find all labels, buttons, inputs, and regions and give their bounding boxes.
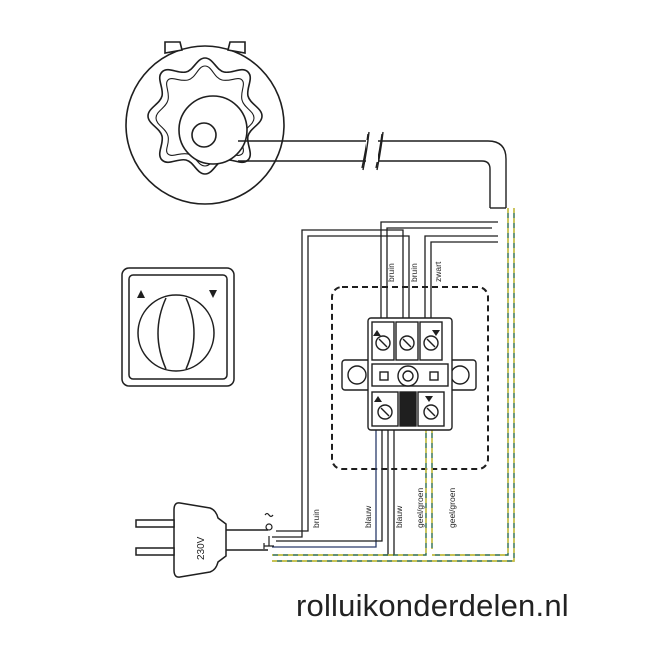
cable-break-mark	[361, 133, 383, 169]
up-triangle-icon	[137, 290, 145, 298]
label-bottom-geelgroen-1: geel/groen	[415, 488, 425, 528]
terminal-bottom-2	[399, 391, 417, 427]
terminal-marks	[373, 330, 440, 402]
tilde-icon	[264, 512, 274, 518]
plug-body	[173, 502, 227, 578]
wire-bruin-middle-outer	[272, 229, 404, 538]
label-bottom-geelgroen-2: geel/groen	[447, 488, 457, 528]
wires	[272, 221, 498, 556]
label-bottom-blauw-2: blauw	[394, 505, 404, 528]
wire-blauw-1	[272, 428, 377, 548]
motor-tab-left	[164, 41, 183, 54]
plug-pin-top	[135, 519, 175, 528]
label-top-bruin-2: bruin	[409, 263, 419, 282]
label-top-zwart: zwart	[433, 261, 443, 282]
plug-voltage-label: 230V	[196, 536, 207, 560]
label-bottom-bruin: bruin	[311, 509, 321, 528]
motor-tab-right	[227, 41, 246, 54]
motor-cable	[238, 131, 507, 209]
switch-box-outline	[331, 286, 489, 470]
terminal-bottom-1	[371, 391, 399, 427]
motor-gear	[147, 57, 263, 175]
wire-zwart-outer	[424, 235, 498, 330]
label-bottom-blauw-1: blauw	[363, 505, 373, 528]
neutral-circle-icon	[265, 523, 273, 531]
wire-zwart-inner	[430, 241, 498, 330]
motor	[125, 41, 285, 205]
motor-shaft	[191, 122, 217, 148]
terminal-block	[341, 317, 477, 431]
wire-labels: bruin bruin zwart bruin blauw blauw geel…	[311, 261, 457, 528]
switch-knob	[137, 294, 215, 372]
plug-terminal-symbols	[263, 512, 274, 549]
watermark-text: rolluikonderdelen.nl	[296, 588, 569, 623]
wire-bruin-left-outer	[380, 221, 498, 330]
down-triangle-icon	[209, 290, 217, 298]
switch-panel	[121, 267, 235, 387]
label-top-bruin-1: bruin	[386, 263, 396, 282]
plug	[135, 502, 268, 578]
wire-bruin-middle-inner	[276, 235, 410, 532]
earth-icon	[263, 536, 274, 549]
motor-gear-inner	[155, 65, 255, 167]
wire-bruin-left-inner	[386, 227, 492, 330]
earth-wires	[272, 208, 515, 562]
plug-pin-bottom	[135, 547, 175, 556]
switch-panel-inner	[128, 274, 228, 380]
